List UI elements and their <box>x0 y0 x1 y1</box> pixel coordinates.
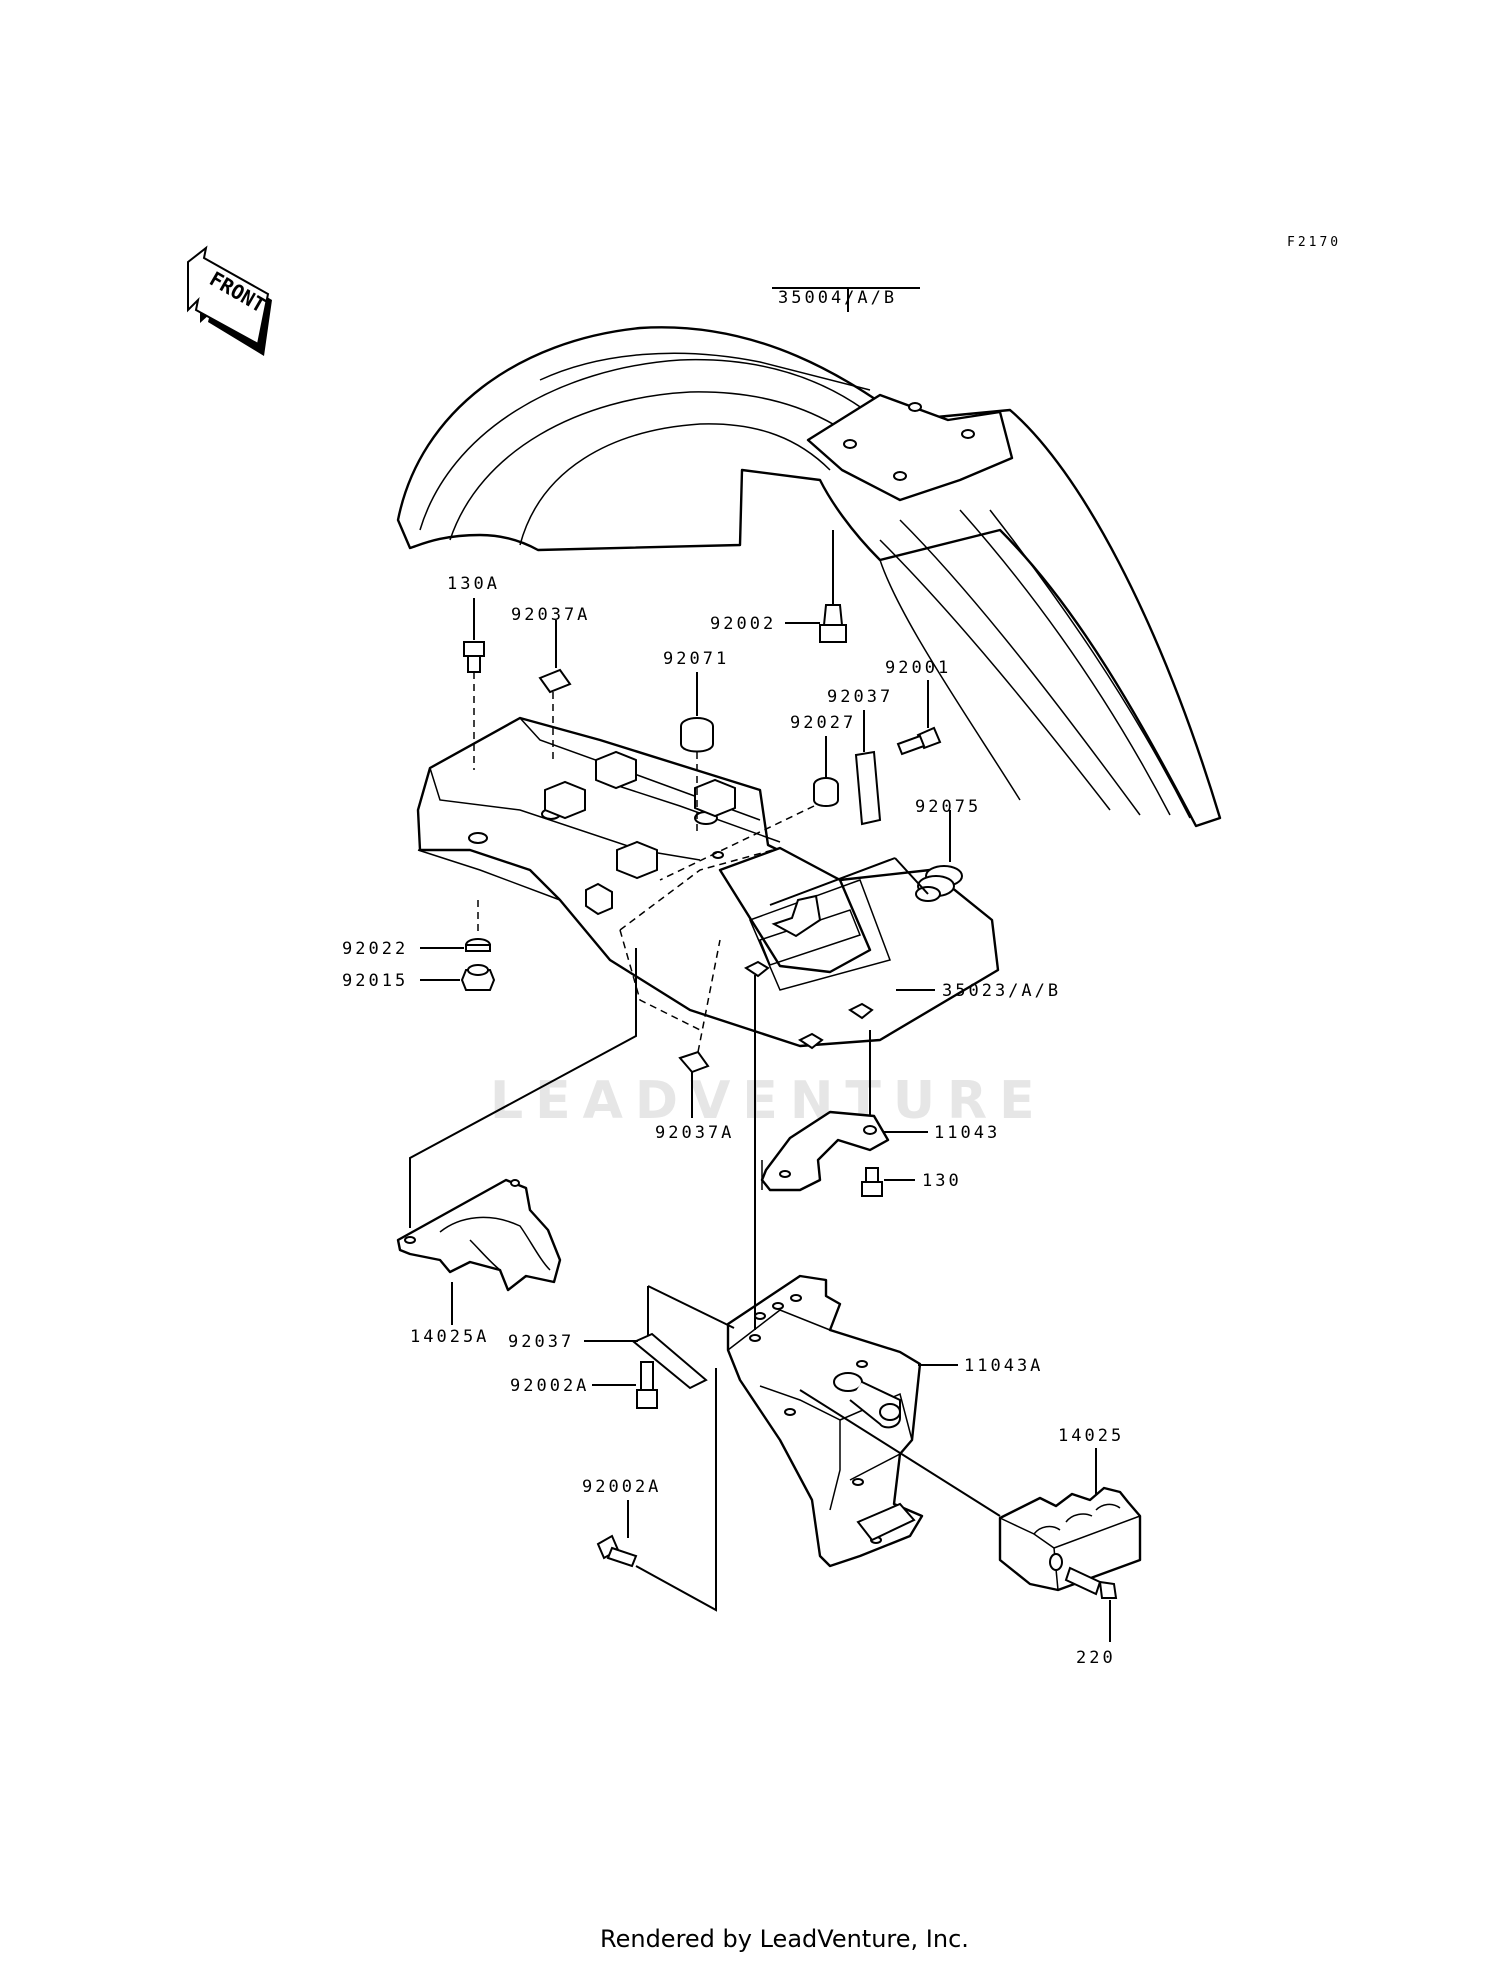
label-92037-top: 92037 <box>827 687 893 707</box>
label-92037-bottom: 92037 <box>508 1332 574 1352</box>
label-92002A-2: 92002A <box>582 1477 661 1497</box>
label-35004: 35004/A/B <box>778 288 897 308</box>
clip-92037A-bottom <box>678 939 721 1074</box>
clip-92037A-top <box>538 668 572 760</box>
front-arrow-icon: FRONT <box>187 245 272 356</box>
label-92075: 92075 <box>915 797 981 817</box>
label-92037A-top: 92037A <box>511 605 590 625</box>
footer-credit: Rendered by LeadVenture, Inc. <box>600 1925 969 1953</box>
label-92037A-bottom: 92037A <box>655 1123 734 1143</box>
label-11043A: 11043A <box>964 1356 1043 1376</box>
bolt-92002A-2 <box>596 1534 638 1568</box>
label-14025: 14025 <box>1058 1426 1124 1446</box>
bolt-92002 <box>819 530 847 643</box>
label-92022: 92022 <box>342 939 408 959</box>
bracket-11043A <box>726 1274 924 1568</box>
bracket-11043 <box>760 1110 890 1192</box>
plate-92037-top <box>854 750 882 826</box>
cover-14025A <box>396 1178 562 1292</box>
washer-92022 <box>465 900 491 952</box>
label-14025A: 14025A <box>410 1327 489 1347</box>
label-92071: 92071 <box>663 649 729 669</box>
bolt-130 <box>861 1167 883 1197</box>
cover-14025 <box>998 1486 1142 1592</box>
label-130A: 130A <box>447 574 500 594</box>
label-35023: 35023/A/B <box>942 981 1061 1001</box>
label-92002A-1: 92002A <box>510 1376 589 1396</box>
nut-92015 <box>460 964 496 991</box>
front-fender <box>396 326 1222 828</box>
label-130: 130 <box>922 1171 962 1191</box>
bolt-130A <box>463 641 485 770</box>
watermark: LEADVENTURE <box>490 1071 1047 1131</box>
label-11043: 11043 <box>934 1123 1000 1143</box>
bolt-92001 <box>896 726 942 756</box>
plate-92037-bottom <box>632 1332 708 1390</box>
figure-code: F2170 <box>1287 235 1341 250</box>
rear-fender <box>416 716 1000 1050</box>
label-92002: 92002 <box>710 614 776 634</box>
grommet-92071 <box>680 717 714 832</box>
bolt-220 <box>1064 1566 1118 1599</box>
label-220: 220 <box>1076 1648 1116 1668</box>
bolt-92002A-1 <box>636 1361 658 1409</box>
collar-92027 <box>659 777 839 881</box>
label-92001: 92001 <box>885 658 951 678</box>
label-92015: 92015 <box>342 971 408 991</box>
label-92027: 92027 <box>790 713 856 733</box>
